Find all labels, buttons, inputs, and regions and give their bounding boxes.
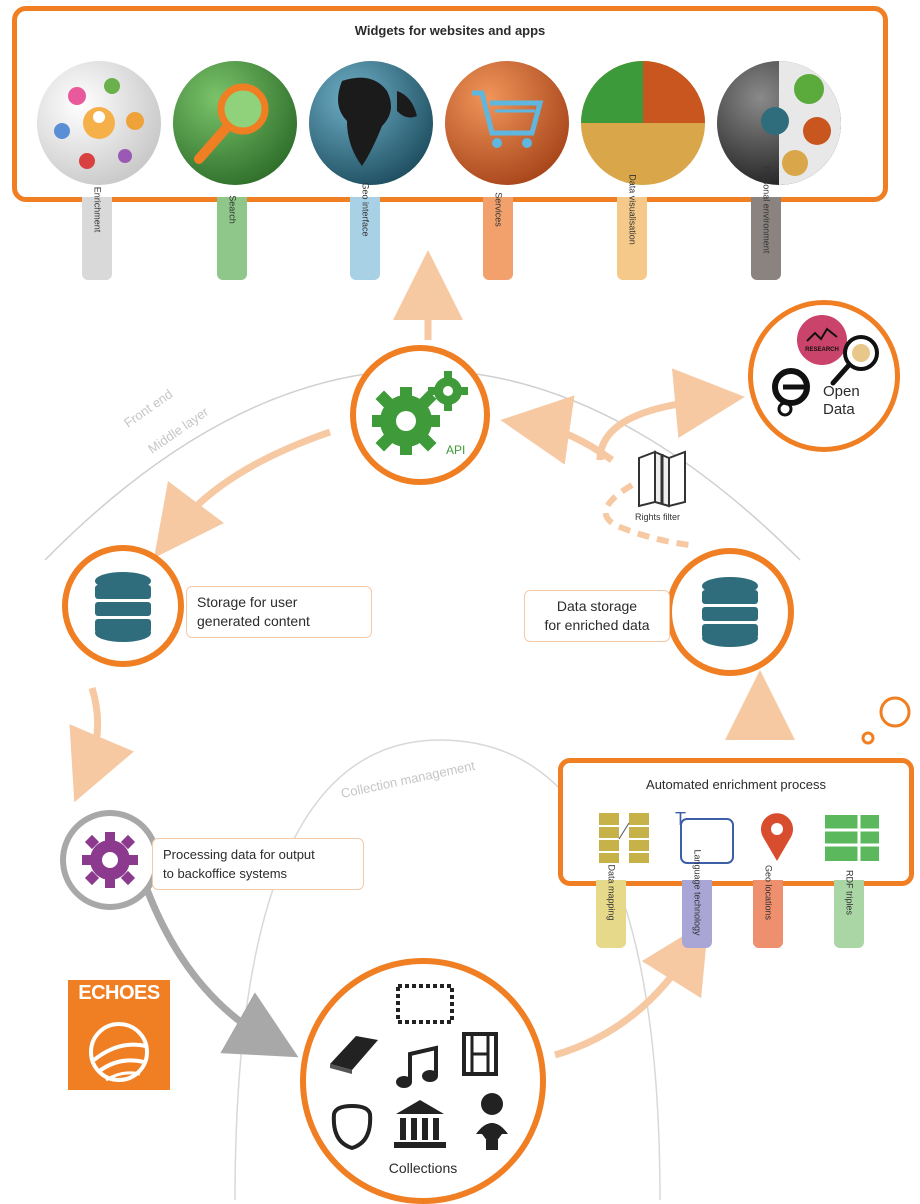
- tab-search[interactable]: Search: [217, 195, 247, 280]
- collections-label: Collections: [388, 1160, 458, 1176]
- pie-sphere-icon: [581, 61, 705, 185]
- processing-label: Processing data for output to backoffice…: [152, 838, 364, 890]
- language-icon: T: [675, 809, 734, 864]
- front-end-label: Front end: [121, 386, 175, 430]
- enrichment-icons: T: [599, 809, 879, 864]
- rights-filter-label: Rights filter: [635, 512, 681, 522]
- tab-data-visualisation-label: Data visualisation: [627, 174, 638, 245]
- gears-icon: [372, 371, 468, 455]
- echoes-logo: ECHOES: [68, 980, 170, 1090]
- open-data-line1: Open: [823, 383, 860, 400]
- film-icon: [462, 1032, 498, 1076]
- storage-enriched-line2: for enriched data: [544, 617, 650, 633]
- tab-rdf-triples[interactable]: RDF triples: [834, 870, 864, 948]
- echoes-logo-text: ECHOES: [78, 982, 160, 1004]
- storage-enriched-line1: Data storage: [556, 598, 638, 614]
- tab-data-mapping-label: Data mapping: [606, 864, 617, 921]
- tab-geo-interface[interactable]: Geo interface: [350, 182, 380, 280]
- arrow-collections-to-enrichment: [554, 920, 709, 1059]
- rights-filter-path: [602, 482, 691, 548]
- tab-geo-interface-label: Geo interface: [360, 182, 371, 237]
- magnifier-icon: [830, 335, 879, 386]
- gear-icon: [82, 832, 138, 888]
- processing-node[interactable]: [60, 810, 160, 910]
- enrichment-panel: Automated enrichment process T: [558, 758, 914, 886]
- tab-rdf-triples-label: RDF triples: [844, 869, 855, 916]
- data-mapping-icon: [599, 813, 649, 863]
- open-data-node[interactable]: RESEARCH Open Data: [748, 300, 900, 452]
- storage-enriched-node[interactable]: [666, 548, 794, 676]
- widgets-title: Widgets for websites and apps: [354, 23, 546, 38]
- tab-personal-environment[interactable]: Personal environment: [751, 166, 781, 280]
- collections-node[interactable]: Collections: [300, 958, 546, 1204]
- widgets-panel: Widgets for websites and apps: [12, 6, 888, 202]
- collection-management-label: Collection management: [340, 758, 477, 801]
- open-data-line2: Data: [823, 401, 855, 418]
- museum-icon: [394, 1100, 446, 1148]
- rights-filter: Rights filter: [625, 448, 705, 528]
- cart-sphere-icon: [445, 61, 569, 185]
- tab-personal-environment-label: Personal environment: [761, 165, 772, 254]
- e-logo-icon: [772, 368, 810, 417]
- storage-user-node[interactable]: [62, 545, 184, 667]
- arrow-to-open-data: [596, 368, 745, 461]
- research-label: RESEARCH: [805, 347, 839, 353]
- arrow-storage-to-processing: [69, 686, 134, 803]
- book-filter-icon: [638, 450, 686, 508]
- tab-search-label: Search: [227, 195, 238, 224]
- tab-geo-locations[interactable]: Geo locations: [753, 865, 783, 948]
- location-pin-icon: [761, 813, 793, 861]
- research-badge: RESEARCH: [797, 315, 847, 365]
- tab-data-mapping[interactable]: Data mapping: [596, 864, 626, 948]
- tab-enrichment[interactable]: Enrichment: [82, 187, 112, 280]
- collection-arc: [234, 739, 661, 1201]
- tab-language-technology[interactable]: Language technology: [682, 849, 712, 948]
- book-icon: [330, 1036, 378, 1074]
- api-node[interactable]: API: [350, 345, 490, 485]
- music-note-icon: [396, 1045, 438, 1088]
- enrichment-sphere-icon: [37, 61, 161, 185]
- research-chart-icon: [806, 327, 838, 342]
- collections-icons: [330, 984, 508, 1151]
- tab-language-technology-label: Language technology: [692, 849, 703, 936]
- widget-spheres: [37, 61, 841, 185]
- tab-services[interactable]: Services: [483, 192, 513, 280]
- table-icon: [825, 815, 879, 861]
- storage-user-line2: generated content: [197, 613, 310, 629]
- tab-services-label: Services: [493, 192, 504, 227]
- tab-geo-locations-label: Geo locations: [763, 864, 774, 921]
- open-data-icons: [772, 335, 879, 417]
- enrichment-title: Automated enrichment process: [646, 777, 826, 792]
- arrow-processing-to-collections: [136, 868, 299, 1058]
- storage-user-label: Storage for user generated content: [186, 586, 372, 638]
- bust-icon: [476, 1093, 508, 1150]
- storage-user-line1: Storage for user: [197, 594, 298, 610]
- processing-line2: to backoffice systems: [163, 866, 288, 881]
- svg-text:T: T: [675, 809, 686, 829]
- vase-icon: [331, 1103, 373, 1151]
- search-sphere-icon: [173, 61, 297, 185]
- storage-enriched-label: Data storage for enriched data: [524, 590, 670, 642]
- api-label: API: [446, 443, 466, 457]
- globe-sphere-icon: [309, 61, 433, 185]
- echoes-emblem-icon: [89, 1022, 149, 1082]
- personal-sphere-icon: [717, 61, 841, 185]
- database-icon: [95, 572, 151, 642]
- processing-line1: Processing data for output: [163, 847, 315, 862]
- tab-enrichment-label: Enrichment: [92, 186, 103, 233]
- database-icon: [702, 577, 758, 647]
- stamp-icon: [396, 984, 454, 1024]
- arrow-api-to-storage: [153, 428, 332, 558]
- tab-data-visualisation[interactable]: Data visualisation: [617, 174, 647, 280]
